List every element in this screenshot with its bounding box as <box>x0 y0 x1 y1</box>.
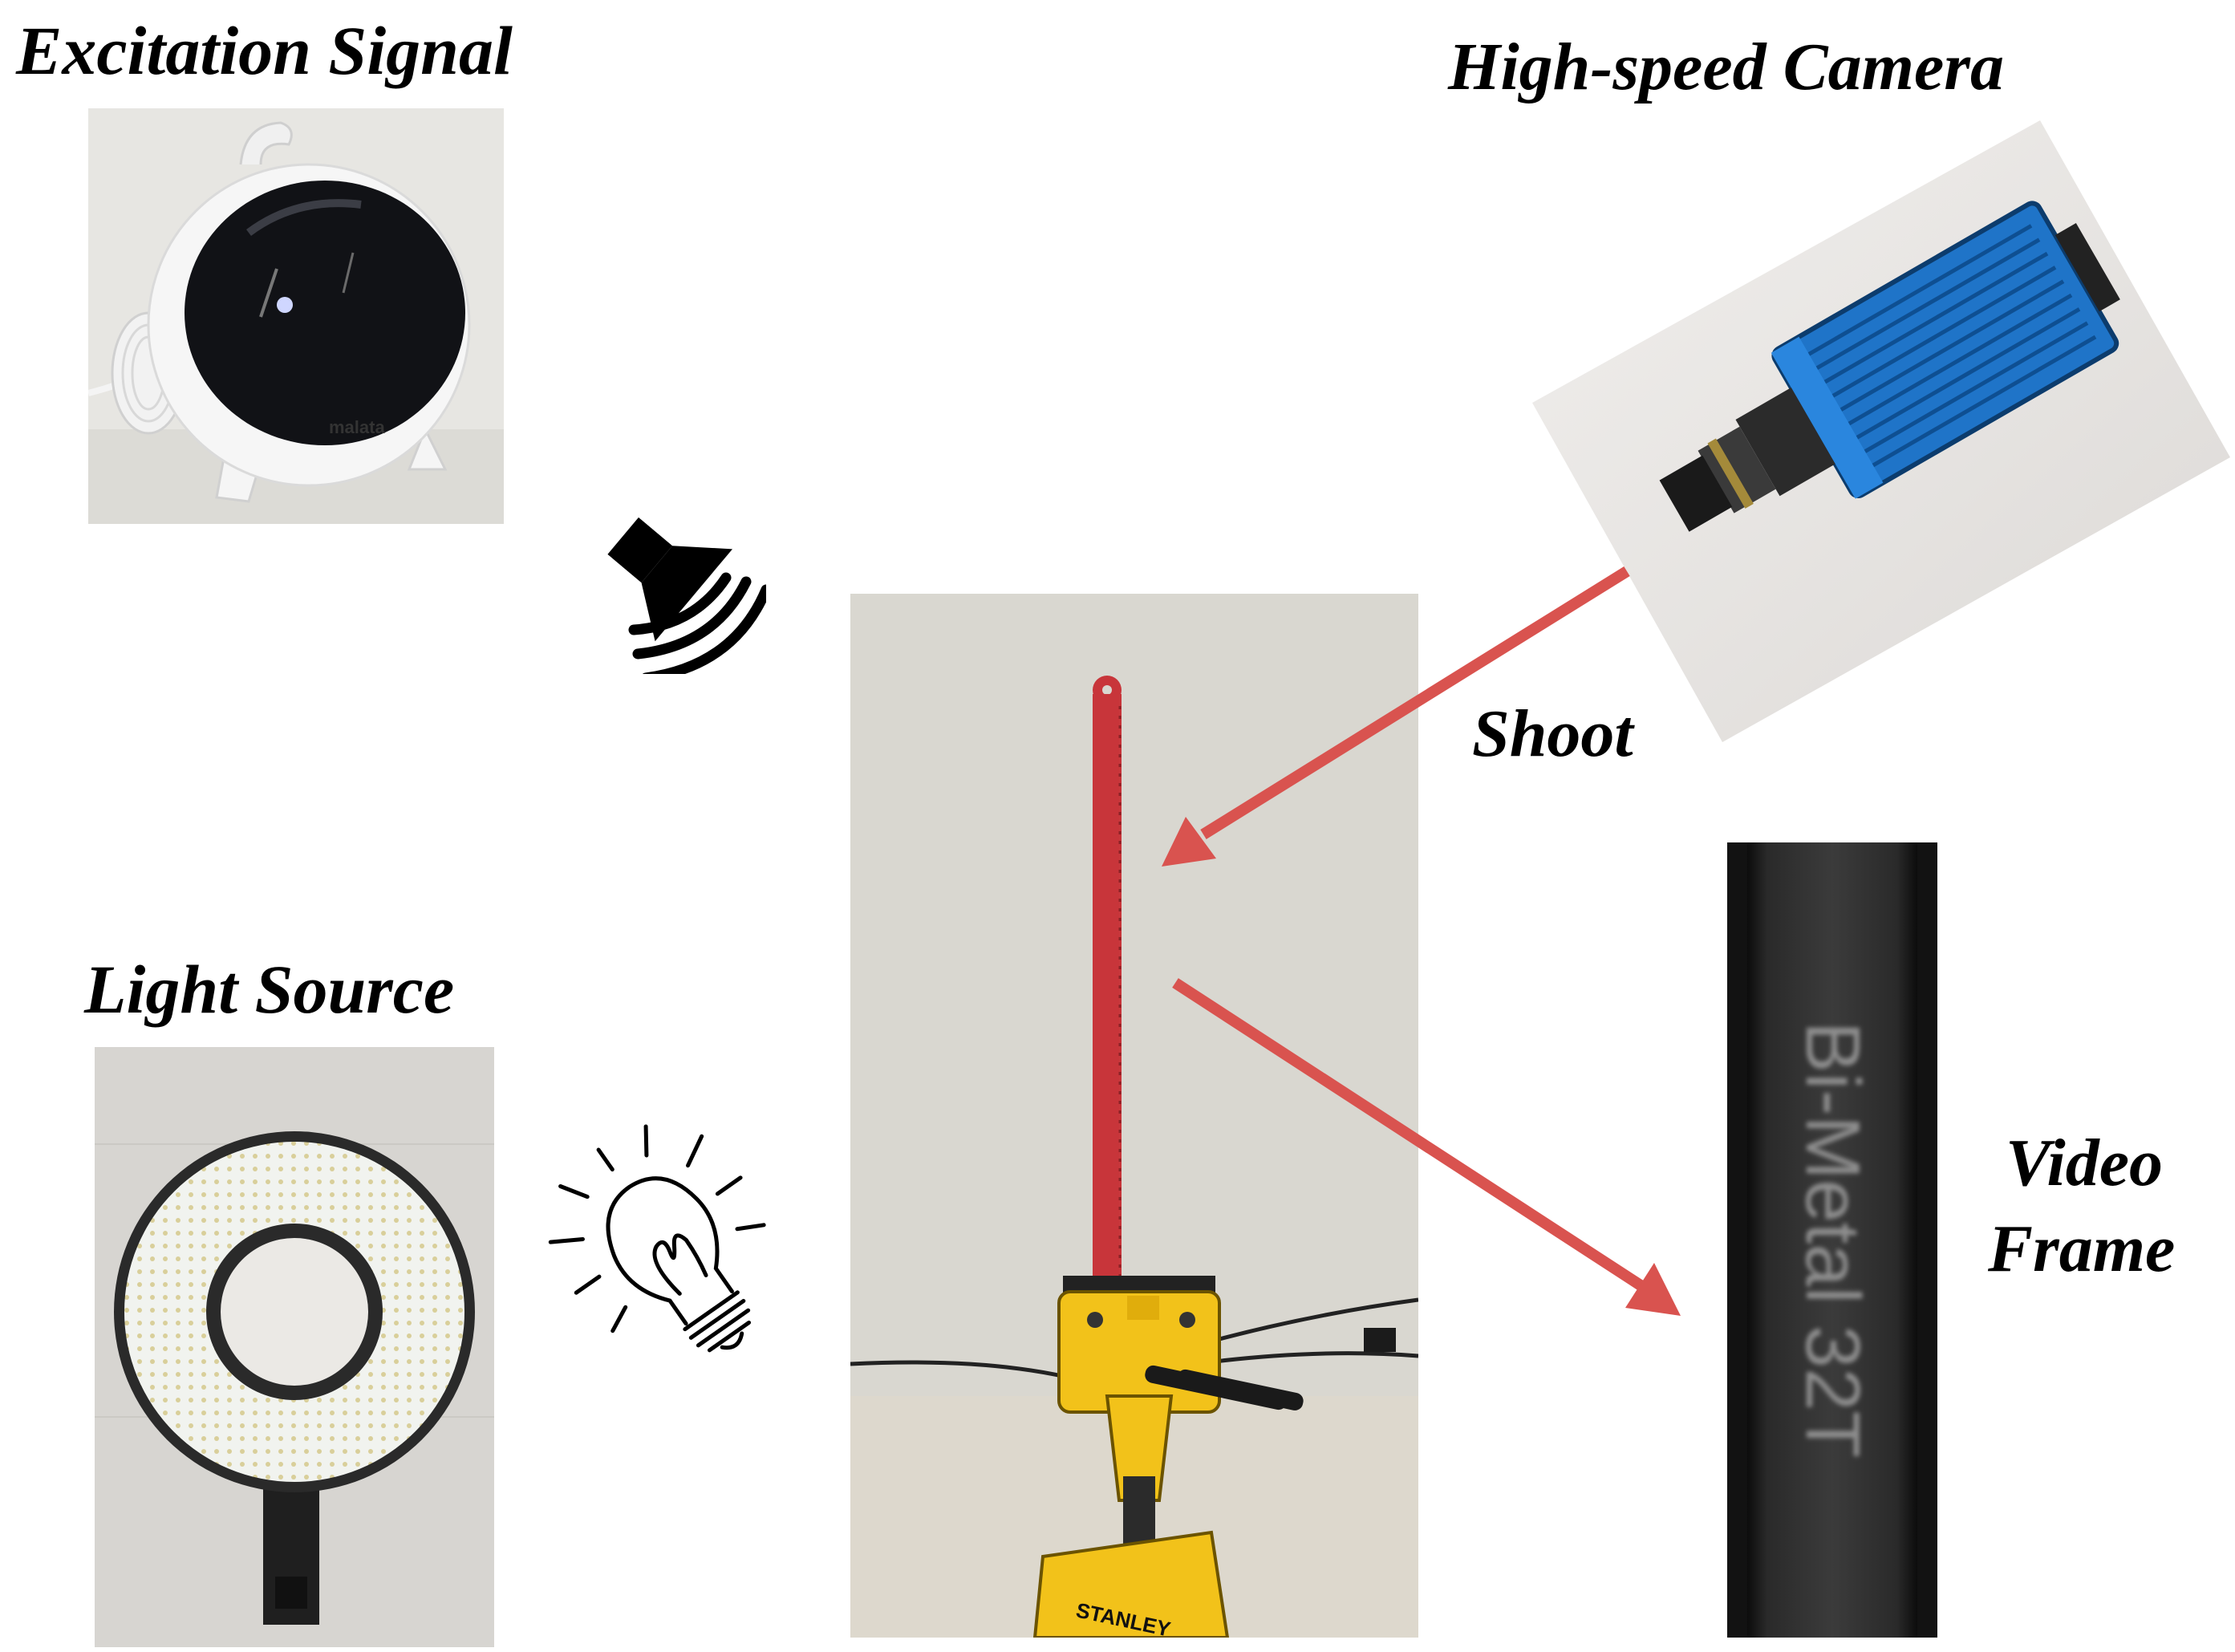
saw-blade-vise-photo: STANLEY <box>850 594 1418 1638</box>
light-source-label: Light Source <box>84 951 455 1028</box>
video-frame-label-line2: Frame <box>1988 1212 2176 1286</box>
video-frame-label-line1: Video <box>2006 1126 2164 1200</box>
high-speed-camera-label: High-speed Camera <box>1448 30 2004 104</box>
speaker-brand: malata <box>329 417 385 437</box>
video-frame-text: Bi-Metal 32T <box>1790 1021 1876 1459</box>
speaker-photo: malata <box>88 108 504 524</box>
video-frame-photo: Bi-Metal 32T <box>1727 842 1937 1638</box>
excitation-signal-label: Excitation Signal <box>16 12 513 89</box>
ring-light-photo <box>95 1047 494 1647</box>
light-bulb-icon <box>533 1119 806 1384</box>
speaker-sound-icon <box>566 481 766 674</box>
camera-photo <box>1532 120 2230 742</box>
